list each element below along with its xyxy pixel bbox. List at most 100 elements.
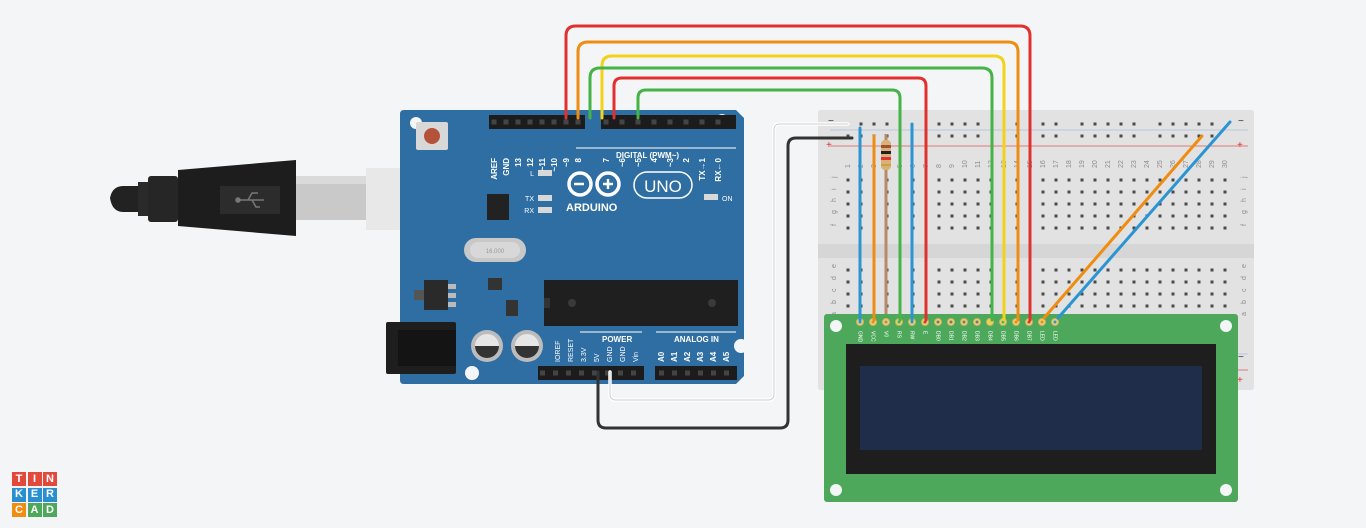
breadboard-column-label: 10: [962, 160, 969, 168]
reset-button[interactable]: [416, 122, 448, 150]
digital-header-label: DIGITAL (PWM~): [616, 151, 679, 160]
resistor[interactable]: [881, 134, 891, 318]
breadboard-column-label: 20: [1092, 160, 1099, 168]
power-header[interactable]: [538, 366, 644, 380]
power-pin-label: GND: [620, 346, 627, 362]
breadboard-column-label: 17: [1053, 160, 1060, 168]
lcd-screen: [860, 366, 1202, 450]
rail-minus-top-right: −: [1238, 116, 1244, 127]
digital-header[interactable]: [489, 115, 736, 129]
digital-pin-label: 2: [682, 157, 691, 162]
digital-pin-label: ~5: [634, 157, 643, 167]
breadboard-row-label: h: [831, 198, 838, 202]
logo-letter: D: [43, 503, 57, 517]
breadboard-row-label: h: [1241, 198, 1248, 202]
lcd-pin-label: GND: [857, 331, 863, 343]
logo-letter: C: [12, 503, 26, 517]
lcd-pin-label: DB3: [974, 331, 980, 341]
power-pin-label: 5V: [594, 353, 601, 362]
arduino-uno-board[interactable]: 16.000: [386, 110, 748, 384]
logo-letter: A: [27, 503, 42, 517]
wire-orange: [576, 40, 1020, 322]
lcd-pin-label: RW: [909, 331, 915, 340]
lcd-pin-label: DB7: [1026, 331, 1032, 341]
lcd-pin-label: VCC: [870, 331, 876, 342]
digital-pin-label: TX→1: [698, 157, 707, 180]
breadboard-column-label: 22: [1118, 160, 1125, 168]
breadboard-column-label: 27: [1183, 160, 1190, 168]
logo-letter: I: [27, 472, 42, 486]
lcd-pin-label: LED: [1052, 331, 1058, 341]
digital-pin-label: RX←0: [714, 157, 723, 181]
on-led-label: ON: [722, 196, 733, 203]
breadboard-row-label: f: [1241, 224, 1248, 226]
led-tx-label: TX: [525, 196, 534, 203]
capacitor-1: [471, 330, 503, 362]
power-label: POWER: [602, 335, 632, 344]
analog-pin-label: A0: [657, 351, 666, 362]
wires: [564, 24, 1232, 430]
breadboard-row-label: c: [831, 288, 838, 292]
digital-pin-label: 13: [514, 157, 523, 166]
digital-pin-label: AREF: [490, 158, 499, 180]
breadboard-column-label: 18: [1066, 160, 1073, 168]
lcd-pin-label: RS: [896, 331, 902, 339]
rail-plus-bottom-right: +: [1237, 375, 1243, 386]
rail-minus-bottom-right: −: [1238, 352, 1244, 363]
lcd-pin-label: E: [922, 331, 928, 335]
lcd-pin-label: DB4: [987, 331, 993, 341]
power-pin-label: Vin: [633, 352, 640, 362]
wire-red: [564, 24, 1032, 322]
analog-pin-label: A2: [683, 351, 692, 362]
breadboard-column-label: 16: [1040, 160, 1047, 168]
digital-pin-label: ~6: [618, 157, 627, 167]
power-pin-label: IOREF: [555, 341, 562, 362]
lcd-pin-label: DB5: [1000, 331, 1006, 341]
capacitor-2: [511, 330, 543, 362]
breadboard-column-label: 24: [1144, 160, 1151, 168]
breadboard-row-label: a: [1241, 312, 1248, 316]
breadboard-column-label: 23: [1131, 160, 1138, 168]
digital-pin-label: ~9: [562, 157, 571, 167]
logo-letter: T: [12, 472, 26, 486]
analog-label: ANALOG IN: [674, 335, 719, 344]
digital-pin-label: ~3: [666, 157, 675, 167]
lcd-pin-label: DB1: [948, 331, 954, 341]
wire-green-db: [588, 66, 994, 322]
breadboard-column-label: 30: [1222, 160, 1229, 168]
led-l-label: L: [530, 171, 534, 178]
rail-minus-top-left: −: [828, 116, 834, 127]
digital-pin-label: 12: [526, 157, 535, 166]
power-jack[interactable]: [386, 322, 456, 374]
digital-pin-label: 8: [574, 157, 583, 162]
digital-pin-label: 7: [602, 157, 611, 162]
power-pin-label: RESET: [568, 338, 575, 362]
analog-header[interactable]: [655, 366, 737, 380]
wire-green: [636, 88, 902, 322]
lcd-pin-label: DB0: [935, 331, 941, 341]
usb-symbol-icon: [235, 192, 264, 208]
analog-pin-label: A4: [709, 351, 718, 362]
breadboard-column-label: 28: [1196, 160, 1203, 168]
lcd-pin-label: LED: [1039, 331, 1045, 341]
digital-pin-label: ~11: [538, 157, 547, 171]
svg-text:16.000: 16.000: [486, 249, 505, 255]
logo-letter: E: [27, 487, 42, 502]
analog-pin-label: A1: [670, 351, 679, 362]
digital-pin-label: 4: [650, 157, 659, 162]
breadboard-column-label: 1: [845, 164, 852, 168]
breadboard-row-label: e: [831, 264, 838, 268]
rail-plus-top-right: +: [1237, 140, 1243, 151]
breadboard-row-label: f: [831, 224, 838, 226]
breadboard-column-label: 26: [1170, 160, 1177, 168]
wire-orange-led: [1042, 134, 1204, 320]
breadboard-row-label: d: [831, 276, 838, 280]
breadboard-column-label: 29: [1209, 160, 1216, 168]
breadboard-column-label: 25: [1157, 160, 1164, 168]
wire-red-e: [612, 76, 928, 322]
usb-cable[interactable]: [110, 160, 406, 236]
logo-letter: N: [43, 472, 57, 486]
wire-black-gnd: [596, 136, 854, 430]
led-rx-label: RX: [524, 208, 534, 215]
